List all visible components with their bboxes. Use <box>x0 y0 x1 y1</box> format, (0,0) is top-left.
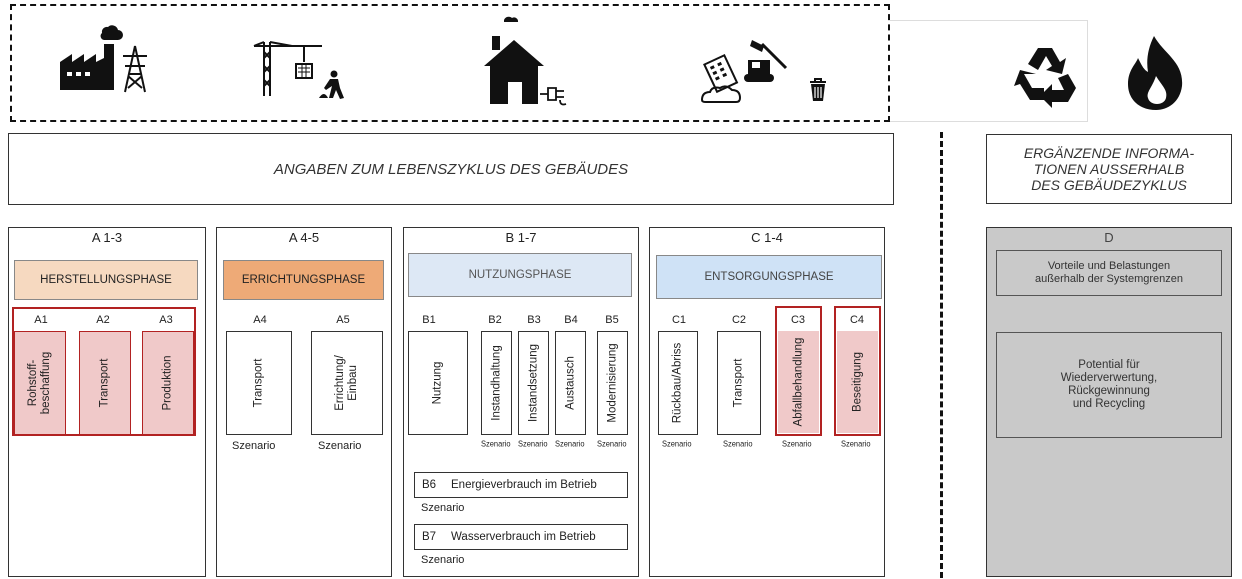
section-title: B 1-7 <box>505 230 537 245</box>
benefits-box: Vorteile und Belastungen außerhalb der S… <box>996 250 1222 296</box>
icon-strip-extension <box>890 20 1088 122</box>
potential-text: Potential für Wiederverwertung, Rückgewi… <box>1060 359 1158 410</box>
module-code: B6 <box>422 479 437 491</box>
module-label: Errichtung/ Einbau <box>334 355 359 411</box>
module-a4-box: Transport <box>226 331 292 435</box>
module-label: Instandsetzung <box>527 343 539 423</box>
scenario-label: Szenario <box>481 438 511 449</box>
module-code: C4 <box>849 314 865 326</box>
house-icon <box>484 16 544 104</box>
scenario-label: Szenario <box>232 440 276 452</box>
module-label: Rückbau/Abriss <box>671 342 684 424</box>
module-c4-box: Beseitigung <box>837 331 878 433</box>
c4-highlight <box>834 306 881 436</box>
system-boundary-line <box>940 132 943 578</box>
module-code: B2 <box>488 314 502 326</box>
module-label: Energieverbrauch im Betrieb <box>451 479 597 491</box>
extra-info-header: ERGÄNZENDE INFORMA- TIONEN AUSSERHALB DE… <box>986 134 1232 204</box>
module-label: Abfallbehandlung <box>792 337 804 427</box>
module-b1-box: Nutzung <box>408 331 468 435</box>
module-b2-box: Instandhaltung <box>481 331 512 435</box>
module-b6-box: B6 Energieverbrauch im Betrieb <box>414 472 628 498</box>
scenario-label: Szenario <box>723 438 753 449</box>
icon-strip-frame <box>10 4 890 122</box>
module-code: C3 <box>790 314 806 326</box>
phase-errichtung: ERRICHTUNGSPHASE <box>223 260 384 300</box>
module-code: C1 <box>671 314 687 326</box>
scenario-label: Szenario <box>518 438 548 449</box>
crane-icon <box>253 41 322 96</box>
module-code: A3 <box>159 314 173 326</box>
scenario-label: Szenario <box>421 554 465 566</box>
scenario-label: Szenario <box>662 438 692 449</box>
scenario-label: Szenario <box>597 438 627 449</box>
a1-3-highlight <box>12 307 196 436</box>
module-label: Transport <box>252 358 265 408</box>
module-label: Beseitigung <box>851 351 863 413</box>
lifecycle-header: ANGABEN ZUM LEBENSZYKLUS DES GEBÄUDES <box>8 133 894 205</box>
section-title: D <box>1104 230 1114 245</box>
module-a2-box: Transport <box>79 331 131 435</box>
module-label: Transport <box>732 358 745 408</box>
module-label: Instandhaltung <box>490 345 502 421</box>
benefits-text: Vorteile und Belastungen außerhalb der S… <box>1035 260 1183 285</box>
module-a1-box: Rohstoff- beschaffung <box>14 331 66 435</box>
module-code: A1 <box>34 314 48 326</box>
module-a3-box: Produktion <box>142 331 194 435</box>
scenario-label: Szenario <box>841 438 871 449</box>
module-label: Rohstoff- beschaffung <box>27 351 52 415</box>
module-code: C2 <box>731 314 747 326</box>
module-label: Austausch <box>564 356 576 410</box>
module-label: Transport <box>98 358 111 408</box>
module-c2-box: Transport <box>717 331 761 435</box>
section-title: A 1-3 <box>91 230 123 245</box>
section-title: A 4-5 <box>288 230 320 245</box>
fire-icon <box>1128 36 1183 110</box>
plug-icon <box>540 87 567 106</box>
section-title: C 1-4 <box>751 230 783 245</box>
module-label: Produktion <box>161 355 174 411</box>
excavator-icon <box>744 40 788 82</box>
extra-info-header-text: ERGÄNZENDE INFORMA- TIONEN AUSSERHALB DE… <box>1023 145 1195 193</box>
module-a5-box: Errichtung/ Einbau <box>311 331 383 435</box>
module-code: A4 <box>253 314 267 326</box>
worker-icon <box>319 70 344 99</box>
module-code: B1 <box>422 314 436 326</box>
module-code: B5 <box>605 314 619 326</box>
scenario-label: Szenario <box>782 438 812 449</box>
scenario-label: Szenario <box>555 438 585 449</box>
phase-herstellung: HERSTELLUNGSPHASE <box>14 260 198 300</box>
recycle-icon <box>1014 48 1076 108</box>
c3-highlight <box>775 306 822 436</box>
module-label: Wasserverbrauch im Betrieb <box>451 531 596 543</box>
module-b5-box: Modernisierung <box>597 331 628 435</box>
trash-icon <box>810 78 826 101</box>
module-label: Modernisierung <box>606 343 618 423</box>
module-code: B4 <box>564 314 578 326</box>
module-code: A5 <box>336 314 350 326</box>
phase-entsorgung: ENTSORGUNGSPHASE <box>656 255 882 299</box>
lifecycle-header-text: ANGABEN ZUM LEBENSZYKLUS DES GEBÄUDES <box>273 160 629 178</box>
module-code: B3 <box>527 314 541 326</box>
power-tower-icon <box>123 45 147 93</box>
module-b3-box: Instandsetzung <box>518 331 549 435</box>
scenario-label: Szenario <box>421 502 465 514</box>
module-code: A2 <box>96 314 110 326</box>
module-b4-box: Austausch <box>555 331 586 435</box>
module-c3-box: Abfallbehandlung <box>778 331 819 433</box>
potential-box: Potential für Wiederverwertung, Rückgewi… <box>996 332 1222 438</box>
demolition-icon <box>700 53 742 103</box>
module-label: Nutzung <box>431 361 444 405</box>
module-c1-box: Rückbau/Abriss <box>658 331 698 435</box>
factory-icon <box>60 25 123 90</box>
module-b7-box: B7 Wasserverbrauch im Betrieb <box>414 524 628 550</box>
scenario-label: Szenario <box>318 440 362 452</box>
phase-nutzung: NUTZUNGSPHASE <box>408 253 632 297</box>
module-code: B7 <box>422 531 437 543</box>
